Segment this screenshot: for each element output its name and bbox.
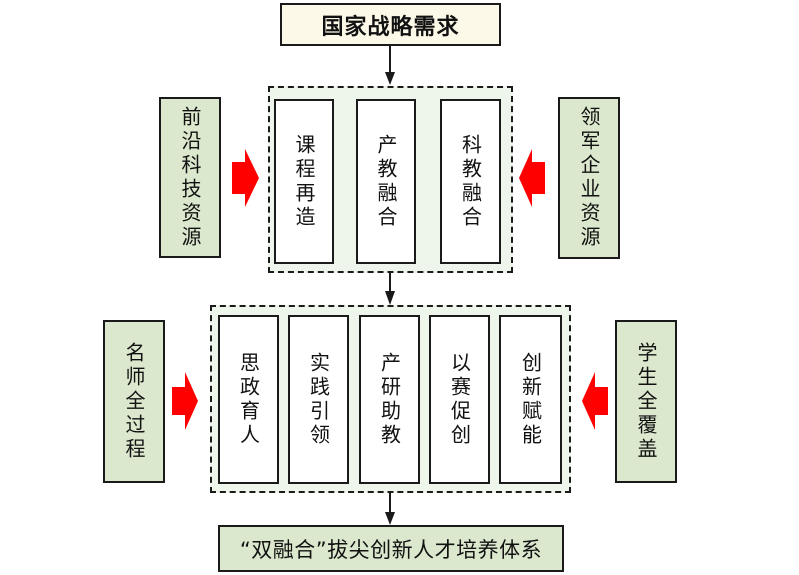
stage1-item-label: 科教融合	[458, 133, 483, 230]
stage1-item-label: 课程再造	[292, 133, 316, 230]
result-box: “双融合”拔尖创新人才培养体系	[218, 525, 564, 572]
right-source-label: 学生全覆盖	[634, 341, 658, 462]
right-pointing-red-arrow-icon	[232, 149, 259, 207]
left-source-label: 名师全过程	[122, 341, 146, 462]
left-source-box-stage2: 名师全过程	[103, 320, 165, 483]
left-source-box-stage1: 前沿科技资源	[159, 97, 221, 258]
down-arrow-icon	[385, 273, 395, 305]
stage2-item: 思政育人	[218, 315, 279, 484]
right-source-label: 领军企业资源	[577, 106, 601, 250]
stage2-item-label: 实践引领	[306, 351, 331, 448]
stage2-item-label: 思政育人	[236, 351, 261, 448]
left-source-label: 前沿科技资源	[178, 105, 202, 250]
title-label: 国家战略需求	[321, 14, 460, 40]
stage1-item: 课程再造	[274, 99, 334, 264]
stage1-item-label: 产教融合	[374, 133, 398, 230]
stage2-item-label: 产研助教	[377, 351, 402, 448]
right-pointing-red-arrow-icon	[172, 372, 198, 430]
result-label: “双融合”拔尖创新人才培养体系	[239, 537, 543, 562]
stage1-item: 产教融合	[356, 99, 416, 264]
down-arrow-icon	[385, 46, 395, 85]
stage2-item: 产研助教	[359, 315, 420, 484]
stage1-item: 科教融合	[440, 99, 501, 264]
stage2-item: 以赛促创	[429, 315, 490, 484]
right-source-box-stage2: 学生全覆盖	[615, 320, 677, 483]
down-arrow-icon	[385, 493, 395, 525]
national-strategic-demand-box: 国家战略需求	[280, 3, 501, 46]
stage2-item-label: 以赛促创	[447, 351, 472, 448]
stage2-item: 创新赋能	[499, 315, 562, 484]
stage2-item: 实践引领	[288, 315, 349, 484]
left-pointing-red-arrow-icon	[582, 372, 608, 430]
stage2-item-label: 创新赋能	[518, 351, 543, 448]
left-pointing-red-arrow-icon	[519, 149, 545, 207]
right-source-box-stage1: 领军企业资源	[558, 97, 620, 259]
